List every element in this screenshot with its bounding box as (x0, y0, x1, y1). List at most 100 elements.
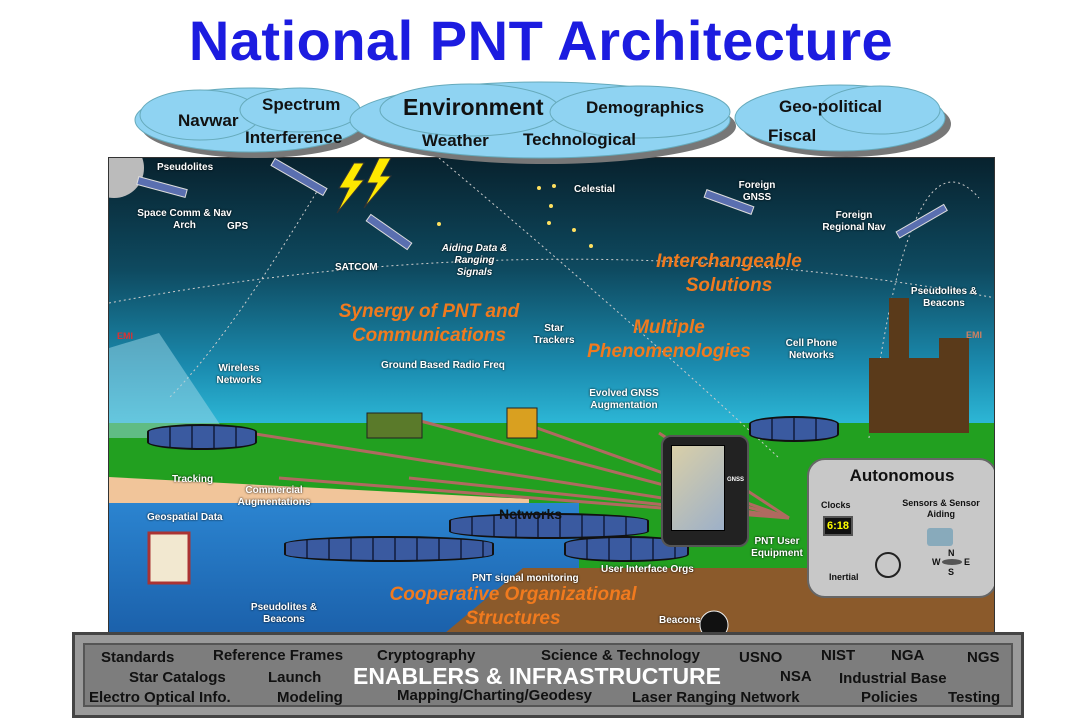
enablers-infrastructure-bar: ENABLERS & INFRASTRUCTURE Standards Refe… (72, 632, 1024, 718)
orbit-line (438, 158, 780, 459)
label-wireless-networks: Wireless Networks (216, 363, 262, 386)
enabler-item: Policies (861, 689, 918, 706)
enabler-item: NIST (821, 647, 856, 664)
enablers-title: ENABLERS & INFRASTRUCTURE (353, 663, 721, 689)
cloud-interference: Interference (245, 128, 343, 147)
enabler-item: Reference Frames (213, 647, 344, 664)
beacon-icon (699, 610, 729, 632)
label-networks: Networks (499, 506, 563, 522)
pnt-user-equipment-device: GNSS (661, 435, 749, 547)
label-tracking: Tracking (172, 474, 214, 485)
camera-sensor-icon (927, 528, 953, 546)
architecture-scene: GNSS Pseudolites Space Comm & Nav Arch G… (108, 157, 995, 633)
enabler-item: Industrial Base (839, 670, 947, 687)
network-node (749, 416, 839, 442)
page-title: National PNT Architecture (188, 9, 894, 72)
cloud-technological: Technological (523, 130, 637, 149)
geospatial-map-icon (147, 531, 191, 585)
compass-e: E (964, 557, 971, 567)
enabler-item: Launch (268, 669, 322, 686)
autonomous-panel: Autonomous Clocks 6:18 Sensors & Sensor … (807, 458, 994, 598)
label-gps: GPS (227, 221, 249, 232)
enabler-item: Cryptography (377, 647, 476, 664)
ground-radio-vehicle (366, 412, 423, 439)
orbit-line (868, 181, 980, 439)
cloud-spectrum: Spectrum (262, 95, 341, 114)
label-ground-radio: Ground Based Radio Freq (381, 360, 505, 371)
label-star-trackers: Star Trackers (533, 323, 575, 346)
ground-radio-station (506, 407, 538, 439)
label-pnt-user-equipment: PNT User Equipment (751, 536, 803, 559)
satellite-icons (136, 158, 948, 251)
orbit-line (109, 258, 994, 304)
enabler-item: Star Catalogs (129, 669, 226, 686)
label-pnt-signal-monitoring: PNT signal monitoring (472, 573, 579, 584)
cloud-shapes (134, 81, 946, 159)
compass-w: W (932, 557, 941, 567)
enabler-item: Standards (101, 649, 175, 666)
label-pseudolites-beacons: Pseudolites & Beacons (910, 286, 978, 309)
cloud-demographics: Demographics (586, 98, 705, 117)
compass-n: N (948, 548, 955, 558)
compass-icon (942, 559, 962, 565)
label-beacons: Beacons (659, 615, 701, 626)
moon-icon (109, 158, 144, 198)
inertial-gyro-icon (875, 552, 901, 578)
label-geospatial-data: Geospatial Data (147, 512, 223, 523)
cloud-navwar: Navwar (178, 111, 239, 130)
label-emi-right: EMI (966, 330, 983, 340)
label-emi-left: EMI (117, 331, 134, 341)
lightning-icon (336, 158, 393, 214)
theme-interchangeable: Interchangeable Solutions (656, 251, 802, 296)
network-node (284, 536, 494, 562)
foreign-gnss-satellite-icon (703, 189, 755, 215)
gnss-button: GNSS (726, 477, 744, 483)
enabler-item: Testing (948, 689, 1001, 706)
label-satcom: SATCOM (335, 262, 378, 273)
theme-cooperative: Cooperative Organizational Structures (389, 584, 637, 629)
satcom-satellite-icon (365, 213, 413, 251)
label-cell-phone-networks: Cell Phone Networks (785, 338, 838, 361)
gps-beam (109, 333, 229, 438)
enabler-item: NGS (967, 649, 1000, 666)
enabler-item: Laser Ranging Network (632, 689, 800, 706)
cloud-weather: Weather (422, 131, 489, 150)
cloud-fiscal: Fiscal (768, 126, 817, 145)
label-aiding-data: Aiding Data & Ranging Signals (441, 243, 508, 278)
label-pseudolites-beacons-bottom: Pseudolites & Beacons (250, 602, 318, 625)
label-sensors: Sensors & Sensor Aiding (902, 498, 980, 519)
enabler-item: Science & Technology (541, 647, 700, 664)
label-user-interface-orgs: User Interface Orgs (601, 564, 694, 575)
enabler-item: Electro Optical Info. (89, 689, 231, 706)
city-skyline (869, 298, 969, 433)
autonomous-title: Autonomous (849, 466, 955, 485)
star-icons (437, 184, 593, 248)
satellite-icon (136, 176, 188, 198)
label-space-comm: Space Comm & Nav Arch (137, 208, 232, 231)
compass-s: S (948, 567, 955, 577)
label-foreign-gnss: Foreign GNSS (738, 180, 776, 203)
cloud-geopolitical: Geo-political (779, 97, 882, 116)
scene-graphics (109, 158, 994, 632)
network-node (147, 424, 257, 450)
foreign-regional-satellite-icon (895, 203, 948, 239)
label-foreign-regional-nav: Foreign Regional Nav (822, 210, 886, 233)
label-pseudolites: Pseudolites (157, 162, 214, 173)
enabler-item: Modeling (277, 689, 343, 706)
enabler-item: NSA (780, 668, 812, 685)
networks-hub (449, 513, 649, 539)
device-screen (671, 445, 725, 531)
label-evolved-gnss: Evolved GNSS Augmentation (589, 388, 659, 411)
label-celestial: Celestial (574, 184, 616, 195)
clock-icon: 6:18 (823, 516, 853, 536)
theme-multiple-phenomenologies: Multiple Phenomenologies (587, 317, 751, 362)
enabler-item: NGA (891, 647, 925, 664)
clouds (134, 81, 951, 164)
label-inertial: Inertial (829, 572, 859, 582)
enabler-item: Mapping/Charting/Geodesy (397, 687, 593, 704)
cloud-environment: Environment (403, 94, 544, 120)
theme-synergy: Synergy of PNT and Communications (338, 301, 520, 346)
label-clocks: Clocks (821, 500, 851, 510)
enabler-item: USNO (739, 649, 783, 666)
label-commercial-augmentations: Commercial Augmentations (237, 485, 311, 508)
